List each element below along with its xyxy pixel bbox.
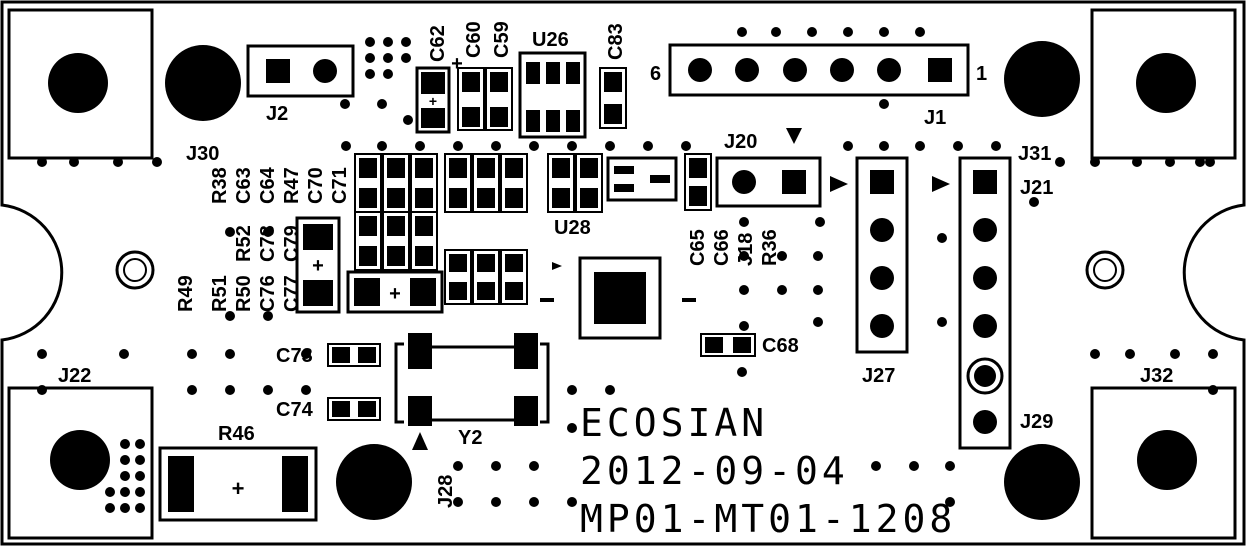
ref-r46: R46: [218, 423, 255, 445]
connector-j20: [715, 128, 822, 208]
svg-text:+: +: [451, 53, 463, 75]
ic-qfn-main: [540, 256, 696, 340]
capacitor-array-middle: [354, 211, 528, 305]
board-silkscreen-text: ECOSIAN 2012-09-04 MP01-MT01-1208: [580, 401, 956, 541]
mount-hole-top-left: [165, 45, 241, 121]
pin-label-1: 1: [976, 63, 987, 85]
ref-j21: J21: [1020, 177, 1053, 199]
corner-pad-bottom-left: [7, 386, 154, 540]
capacitor-c62: + +: [415, 53, 463, 134]
svg-text:+: +: [232, 476, 245, 501]
ref-c60: C60: [463, 21, 485, 58]
ref-r36: R36: [759, 229, 781, 266]
capacitor-c60: [457, 67, 485, 131]
silk-company: ECOSIAN: [580, 401, 768, 445]
ref-c66: C66: [711, 229, 733, 266]
ic-u26: [518, 51, 587, 139]
capacitor-c59: [485, 67, 513, 131]
ref-r38: R38: [209, 167, 231, 204]
corner-pad-bottom-right: [1090, 386, 1237, 540]
ref-c70: C70: [305, 167, 327, 204]
crystal-y2: [394, 333, 550, 450]
ref-c65: C65: [687, 229, 709, 266]
ref-j20: J20: [724, 131, 757, 153]
ref-c59: C59: [491, 21, 513, 58]
svg-text:+: +: [429, 93, 437, 109]
capacitor-c83: [599, 67, 627, 129]
ref-j1: J1: [924, 107, 946, 129]
ref-j31: J31: [1018, 143, 1051, 165]
ref-j29: J29: [1020, 411, 1053, 433]
capacitor-array-top: [354, 153, 603, 213]
ref-j32: J32: [1140, 365, 1173, 387]
capacitor-c68: [700, 333, 756, 357]
resistor-r46: +: [158, 446, 318, 522]
ref-c76: C76: [257, 275, 279, 312]
mount-hole-bottom-left: [336, 444, 412, 520]
ref-c79: C79: [281, 225, 303, 262]
capacitor-polarized-vertical: +: [295, 216, 341, 314]
capacitor-c74: [327, 397, 381, 421]
svg-text:+: +: [389, 283, 401, 305]
ring-hole-right: [1085, 250, 1125, 290]
connector-j1: [668, 43, 970, 97]
ref-c74: C74: [276, 399, 314, 421]
connector-j2: [246, 44, 355, 98]
ic-u28: [606, 156, 678, 202]
capacitor-c73: [327, 343, 381, 367]
ref-c68: C68: [762, 335, 799, 357]
ref-c62: C62: [427, 25, 449, 62]
ref-c77: C77: [281, 275, 303, 312]
ref-j2: J2: [266, 103, 288, 125]
ref-u26: U26: [532, 29, 569, 51]
ref-r50: R50: [233, 275, 255, 312]
capacitor-polarized-horizontal: +: [346, 270, 444, 314]
silk-part-number: MP01-MT01-1208: [580, 497, 956, 541]
ref-r47: R47: [281, 167, 303, 204]
ref-y2: Y2: [458, 427, 482, 449]
ref-r49: R49: [175, 275, 197, 312]
via-dots: [37, 27, 1218, 513]
connector-j21: [932, 156, 1012, 450]
corner-pad-top-left: [7, 8, 154, 160]
silk-date: 2012-09-04: [580, 449, 849, 493]
ref-c64: C64: [257, 166, 279, 204]
ref-j27: J27: [862, 365, 895, 387]
ref-c83: C83: [605, 23, 627, 60]
connector-j27: [830, 156, 909, 354]
ref-r52: R52: [233, 225, 255, 262]
ref-c63: C63: [233, 167, 255, 204]
ref-r51: R51: [209, 275, 231, 312]
capacitor-c65: [684, 153, 712, 211]
ring-hole-left: [115, 250, 155, 290]
ref-j30: J30: [186, 143, 219, 165]
ref-u28: U28: [554, 217, 591, 239]
svg-text:+: +: [312, 255, 324, 277]
ref-j28: J28: [435, 475, 457, 508]
ref-j22: J22: [58, 365, 91, 387]
ref-c78: C78: [257, 225, 279, 262]
mount-hole-bottom-right: [1004, 444, 1080, 520]
ref-c73: C73: [276, 345, 313, 367]
reference-labels: J2 J30 J1 J31 J21 J20 J22 J32 J27 J29 U2…: [58, 21, 1173, 508]
ref-j18: J18: [735, 233, 757, 266]
corner-pad-top-right: [1090, 8, 1237, 160]
mount-hole-top-right: [1004, 41, 1080, 117]
pin-label-6: 6: [650, 63, 661, 85]
ref-c71: C71: [329, 167, 351, 204]
